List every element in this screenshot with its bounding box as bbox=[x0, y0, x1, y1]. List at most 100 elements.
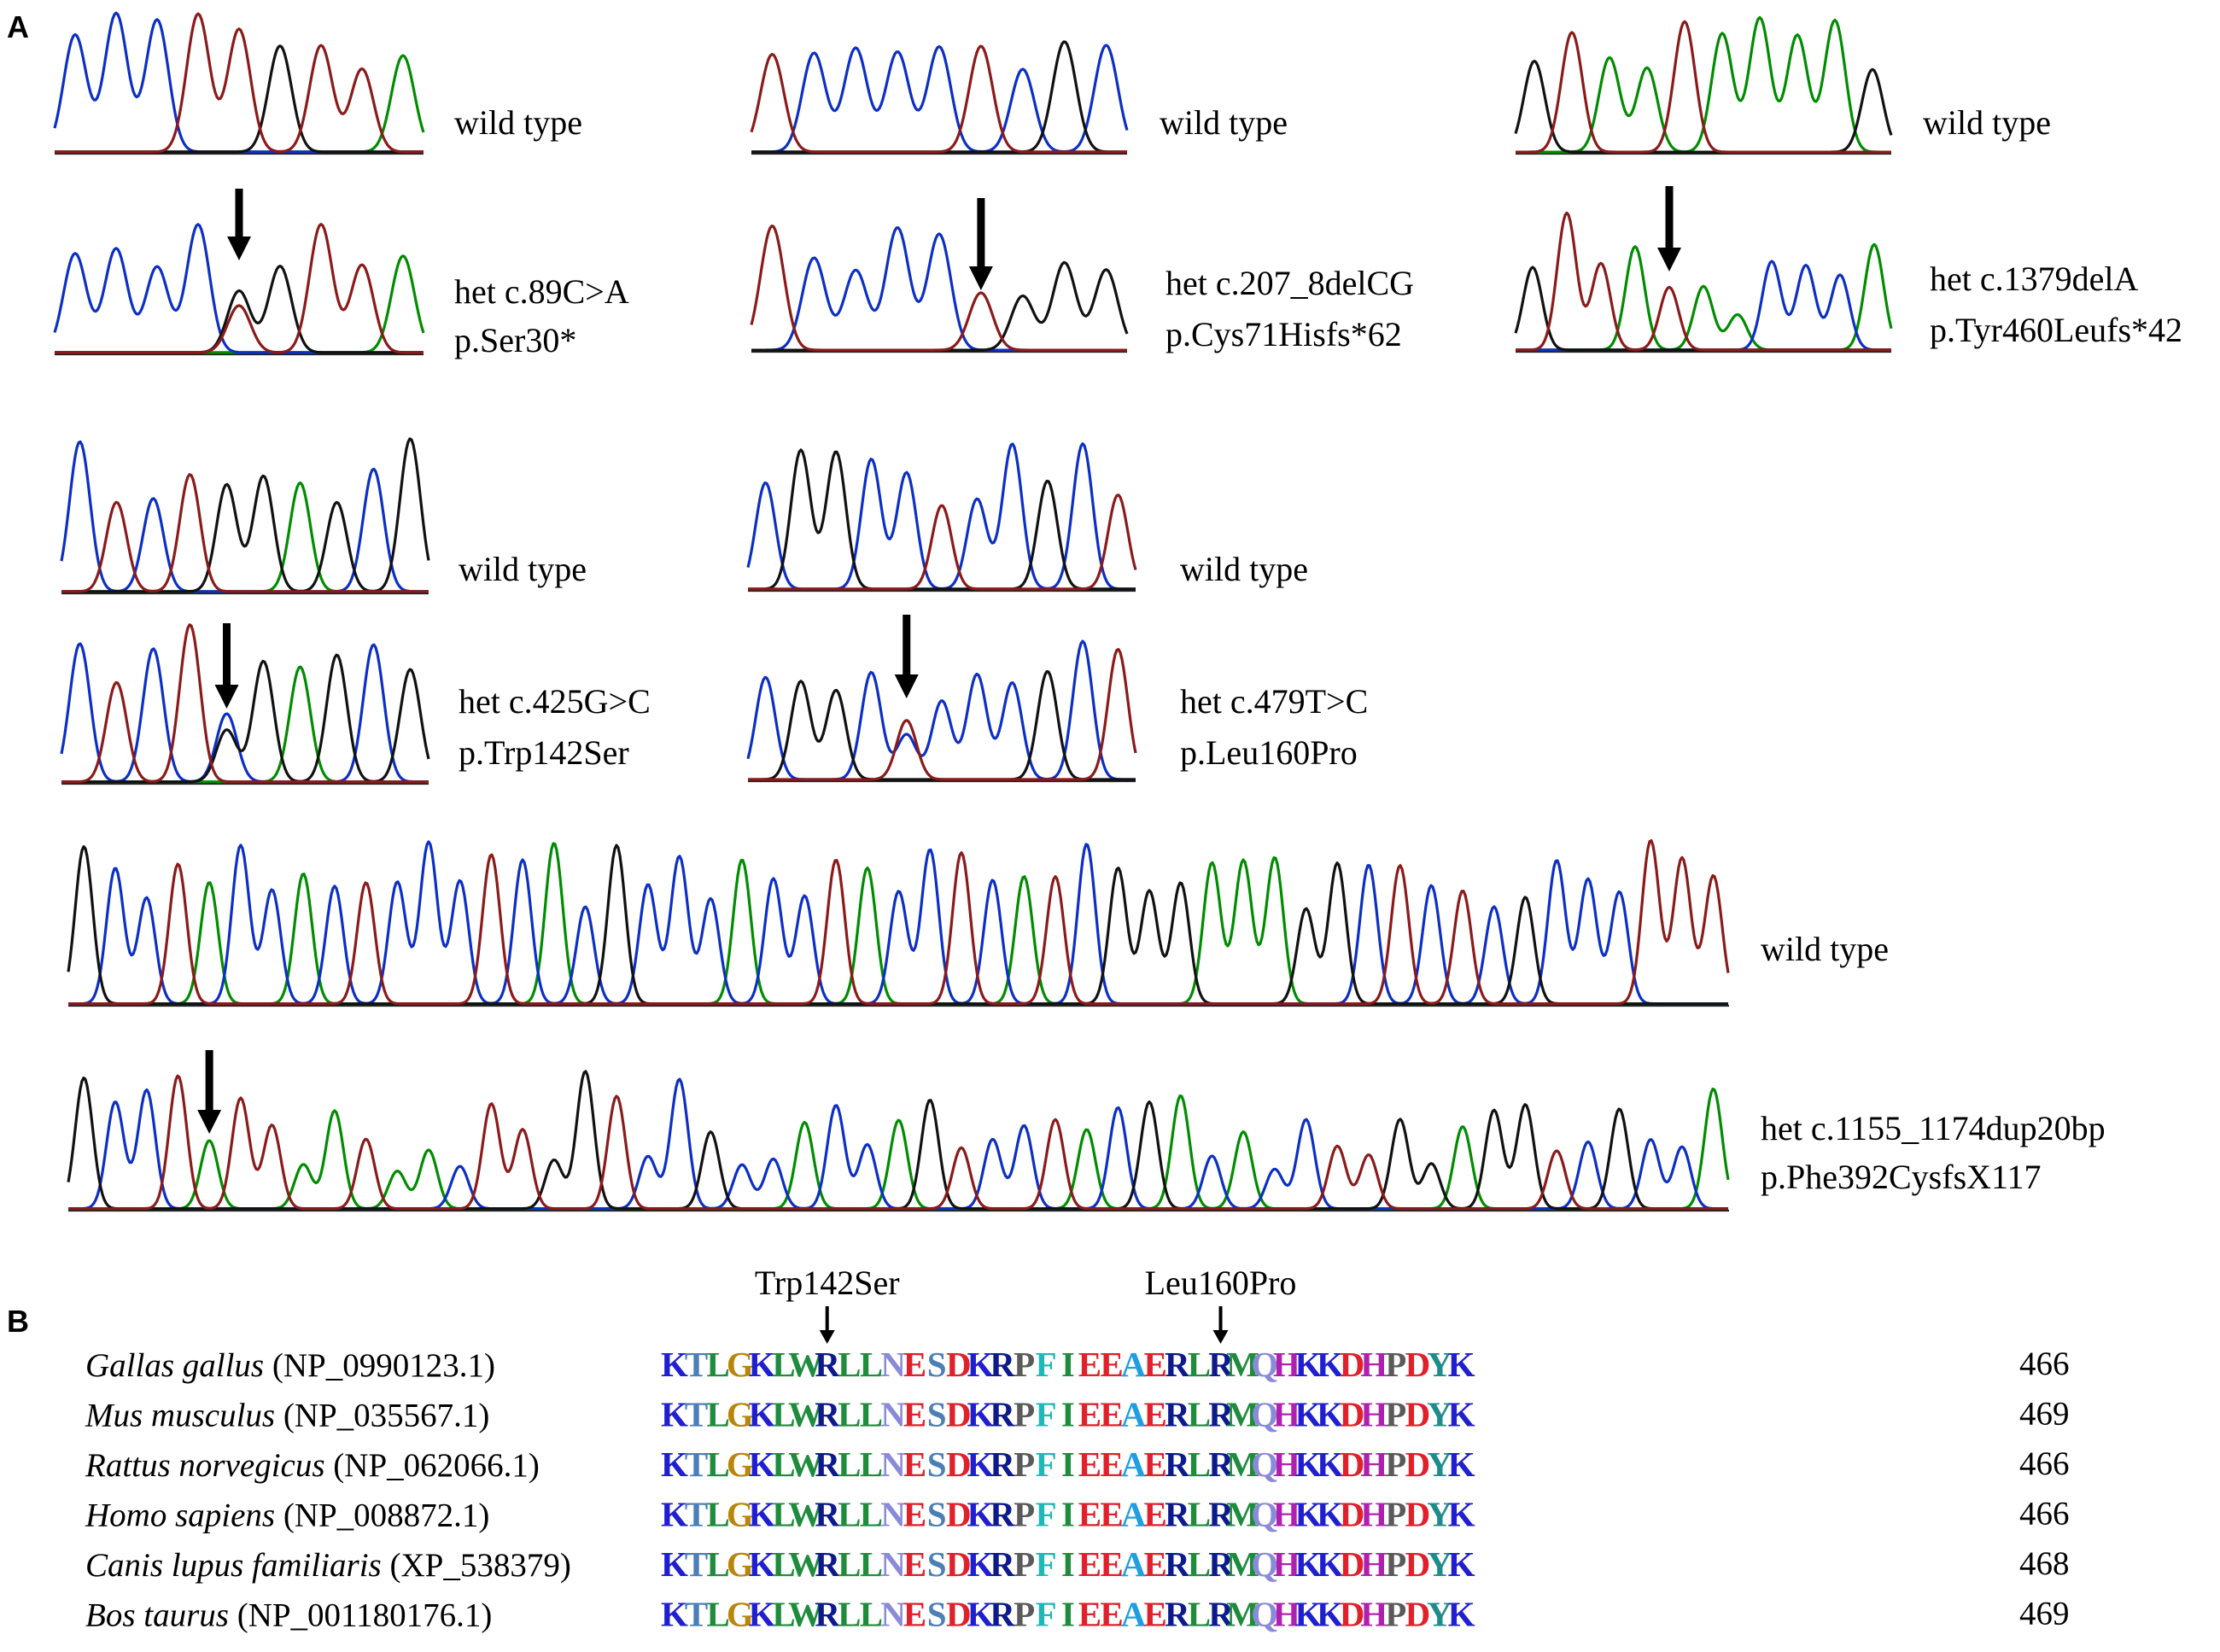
species-binomial: Bos taurus bbox=[85, 1597, 229, 1634]
residue: R bbox=[990, 1595, 1015, 1634]
species-binomial: Canis lupus familiaris bbox=[85, 1547, 382, 1584]
residue: L bbox=[860, 1445, 883, 1484]
residue: E bbox=[903, 1495, 926, 1534]
residue: F bbox=[1036, 1495, 1057, 1534]
sequence-length-5: 468 bbox=[2019, 1545, 2070, 1582]
residue: P bbox=[1014, 1544, 1035, 1584]
residue: A bbox=[1121, 1544, 1147, 1584]
down-arrow-icon bbox=[968, 266, 993, 290]
residue: L bbox=[838, 1445, 861, 1484]
mut-trace-g-channel-5 bbox=[748, 670, 1136, 781]
species-accession: (NP_001180176.1) bbox=[229, 1597, 492, 1634]
residue: S bbox=[927, 1544, 947, 1584]
residue: K bbox=[1317, 1544, 1344, 1584]
wt-trace-t-channel-1 bbox=[55, 12, 424, 154]
residue: I bbox=[1061, 1395, 1075, 1434]
residue: D bbox=[946, 1395, 972, 1434]
wt-trace-g-channel-3 bbox=[1514, 59, 1893, 154]
residue: F bbox=[1036, 1544, 1057, 1584]
residue: R bbox=[990, 1544, 1015, 1584]
mutation-arrow-6 bbox=[197, 1050, 222, 1134]
mut-trace-t-channel-1 bbox=[55, 223, 424, 354]
residue: R bbox=[1208, 1544, 1234, 1584]
residue: W bbox=[788, 1395, 823, 1434]
sequence-length-2: 469 bbox=[2019, 1396, 2070, 1433]
residue: E bbox=[903, 1445, 926, 1484]
residue: R bbox=[1165, 1544, 1190, 1584]
residue: K bbox=[661, 1445, 688, 1484]
residue: E bbox=[1100, 1345, 1123, 1384]
mut-trace-g-channel-3 bbox=[1514, 266, 1891, 352]
species-accession: (NP_008872.1) bbox=[275, 1497, 489, 1534]
residue: L bbox=[707, 1495, 730, 1534]
wild-type-label-6: wild type bbox=[1761, 930, 1889, 968]
wt-trace-t-channel-6 bbox=[68, 839, 1730, 1006]
residue: N bbox=[880, 1395, 906, 1434]
residue: R bbox=[1165, 1595, 1190, 1634]
wild-type-label-3: wild type bbox=[1923, 103, 2051, 142]
residue: L bbox=[707, 1445, 730, 1484]
residue: P bbox=[1014, 1395, 1035, 1434]
panel-a-label: A bbox=[7, 9, 29, 44]
residue: E bbox=[1100, 1395, 1123, 1434]
residue: D bbox=[946, 1495, 972, 1534]
mut-trace-c-channel-2 bbox=[751, 226, 1127, 352]
residue: L bbox=[772, 1595, 795, 1634]
residue: Q bbox=[1251, 1345, 1278, 1384]
residue: E bbox=[903, 1595, 926, 1634]
residue: K bbox=[1317, 1595, 1344, 1634]
residue: H bbox=[1360, 1445, 1388, 1484]
wild-type-label-1: wild type bbox=[454, 103, 582, 142]
wild-type-trace-4 bbox=[60, 437, 430, 595]
wt-trace-g-channel-5 bbox=[748, 448, 1136, 591]
residue: E bbox=[1144, 1445, 1167, 1484]
residue: D bbox=[946, 1544, 972, 1584]
residue: W bbox=[788, 1345, 823, 1384]
mutation-dna-5: het c.479T>C bbox=[1180, 682, 1368, 721]
residue: Y bbox=[1427, 1544, 1452, 1584]
residue: L bbox=[772, 1544, 795, 1584]
residue: K bbox=[1317, 1395, 1344, 1434]
residue: D bbox=[1340, 1495, 1365, 1534]
species-name-3: Rattus norvegicus (NP_062066.1) bbox=[85, 1447, 540, 1484]
residue: L bbox=[1188, 1495, 1211, 1534]
residue: D bbox=[1405, 1395, 1431, 1434]
residue: E bbox=[1078, 1544, 1101, 1584]
residue: K bbox=[1317, 1445, 1344, 1484]
residue: K bbox=[967, 1445, 994, 1484]
residue: P bbox=[1385, 1544, 1406, 1584]
wild-type-label-5: wild type bbox=[1180, 550, 1308, 588]
mutation-dna-6: het c.1155_1174dup20bp bbox=[1761, 1109, 2106, 1147]
mutant-trace-4 bbox=[60, 623, 430, 785]
residue: E bbox=[1078, 1345, 1101, 1384]
residue: K bbox=[1294, 1395, 1322, 1434]
wt-trace-c-channel-6 bbox=[68, 840, 1728, 1006]
residue: E bbox=[1100, 1495, 1123, 1534]
mutant-trace-6 bbox=[67, 1070, 1730, 1212]
residue: K bbox=[967, 1595, 994, 1634]
residue: H bbox=[1273, 1595, 1300, 1634]
residue: L bbox=[707, 1544, 730, 1584]
residue: E bbox=[1144, 1395, 1167, 1434]
residue: L bbox=[860, 1395, 883, 1434]
residue: E bbox=[1100, 1445, 1123, 1484]
mut-trace-g-channel-6 bbox=[67, 1070, 1728, 1211]
down-arrow-icon bbox=[227, 236, 251, 260]
residue: L bbox=[838, 1495, 861, 1534]
wt-trace-t-channel-4 bbox=[61, 473, 429, 593]
mut-trace-t-channel-4 bbox=[61, 623, 429, 784]
residue: N bbox=[880, 1345, 906, 1384]
mut-trace-c-channel-4 bbox=[60, 642, 429, 784]
wt-trace-t-channel-5 bbox=[748, 493, 1137, 591]
residue: K bbox=[1448, 1544, 1475, 1584]
residue: R bbox=[1165, 1495, 1190, 1534]
mut-trace-t-channel-6 bbox=[68, 1074, 1728, 1211]
residue: R bbox=[990, 1345, 1015, 1384]
wt-trace-a-channel-3 bbox=[1516, 15, 1891, 154]
species-name-1: Gallas gallus (NP_0990123.1) bbox=[85, 1347, 495, 1384]
species-accession: (NP_035567.1) bbox=[275, 1398, 489, 1434]
residue: L bbox=[1188, 1445, 1211, 1484]
residue: E bbox=[903, 1544, 926, 1584]
residue: A bbox=[1121, 1495, 1147, 1534]
residue: L bbox=[707, 1595, 730, 1634]
